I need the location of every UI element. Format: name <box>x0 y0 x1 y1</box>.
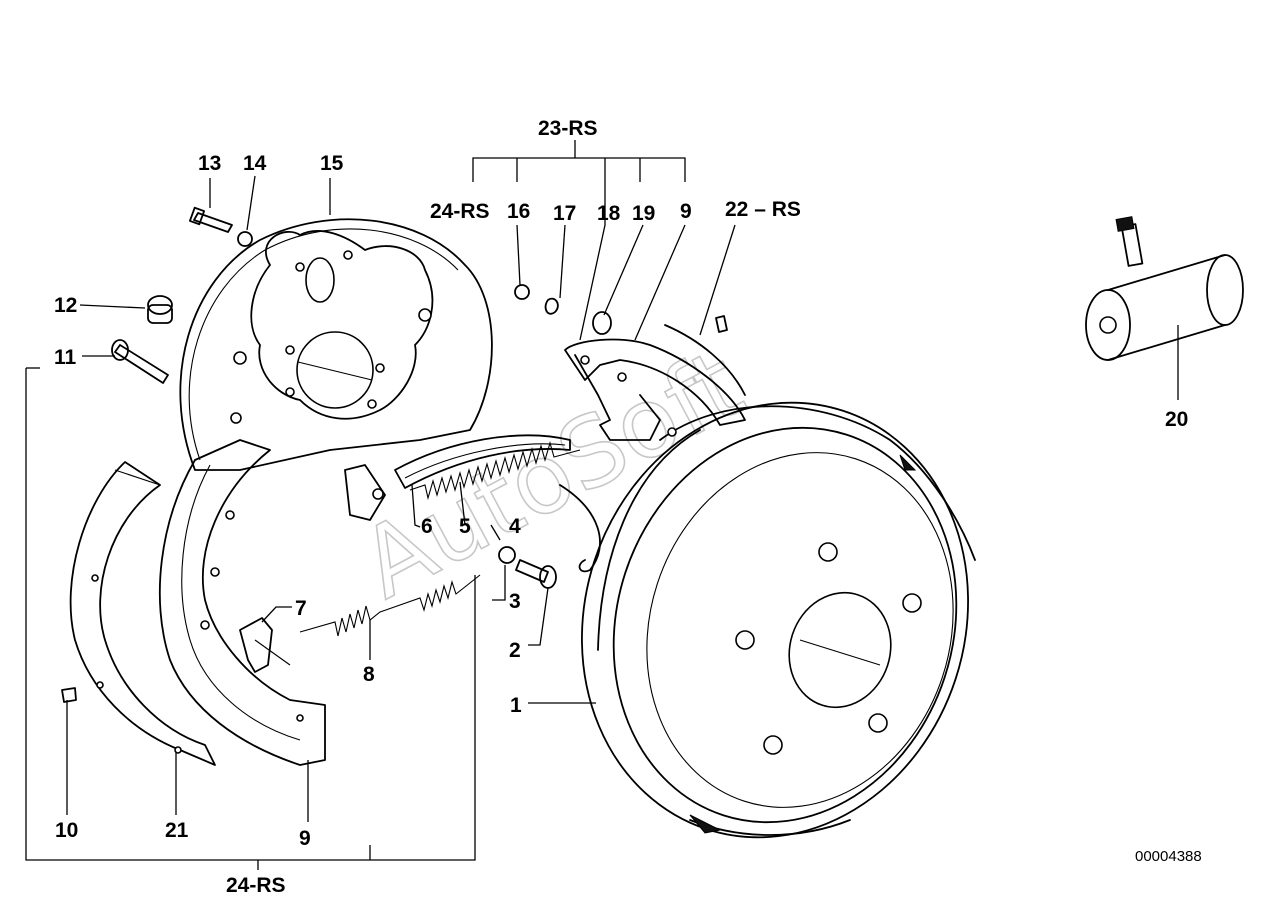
hold-down-clip <box>239 617 291 673</box>
callout-15: 15 <box>320 152 344 175</box>
plug-12 <box>147 295 173 324</box>
backing-plate <box>179 218 493 471</box>
washer-14 <box>237 231 253 247</box>
callout-7: 7 <box>295 597 307 620</box>
bolt-11 <box>111 339 169 384</box>
callout-16: 16 <box>507 200 530 223</box>
nut-16 <box>514 284 530 300</box>
brake-shoe-lower <box>158 439 326 766</box>
spring-upper <box>409 441 581 501</box>
callout-24-rs-bottom: 24-RS <box>226 874 286 897</box>
clip-17 <box>544 297 559 315</box>
callout-9-top: 9 <box>680 200 692 223</box>
callout-14: 14 <box>243 152 267 175</box>
handbrake-lever <box>344 434 601 573</box>
spring-lower <box>299 574 481 637</box>
wheel-cylinder <box>1085 216 1244 361</box>
callout-6: 6 <box>421 515 433 538</box>
callout-19: 19 <box>632 202 655 225</box>
callout-11: 11 <box>54 346 77 369</box>
callout-9-bottom: 9 <box>299 827 311 850</box>
callout-3: 3 <box>509 590 521 613</box>
bolt-13 <box>189 206 233 233</box>
callout-8: 8 <box>363 663 375 686</box>
hub-opening <box>296 331 374 409</box>
brake-shoe-upper <box>564 324 746 441</box>
watermark: AutoSoft <box>343 328 760 620</box>
callout-21: 21 <box>165 819 189 842</box>
callout-20: 20 <box>1165 408 1188 431</box>
brake-drum <box>581 401 976 839</box>
callout-22-rs: 22 – RS <box>725 198 801 221</box>
pin-22 <box>715 315 728 333</box>
document-number: 00004388 <box>1135 848 1202 865</box>
bolt-2 <box>515 559 557 589</box>
callout-10: 10 <box>55 819 78 842</box>
callout-17: 17 <box>553 202 576 225</box>
brake-lining <box>69 461 216 766</box>
washer-3 <box>498 546 516 564</box>
callout-18: 18 <box>597 202 621 225</box>
leader-lines <box>25 140 1179 870</box>
callout-13: 13 <box>198 152 221 175</box>
callout-2: 2 <box>509 639 521 662</box>
callout-23-rs: 23-RS <box>538 117 598 140</box>
washer-19 <box>592 311 612 335</box>
callouts: 23-RS 24-RS 16 17 18 19 9 22 – RS 13 14 … <box>54 117 1202 897</box>
callout-5: 5 <box>459 515 471 538</box>
callout-12: 12 <box>54 294 77 317</box>
rivet-10 <box>61 687 77 703</box>
callout-4: 4 <box>509 515 521 538</box>
callout-1: 1 <box>510 694 522 717</box>
callout-24-rs-top: 24-RS <box>430 200 490 223</box>
